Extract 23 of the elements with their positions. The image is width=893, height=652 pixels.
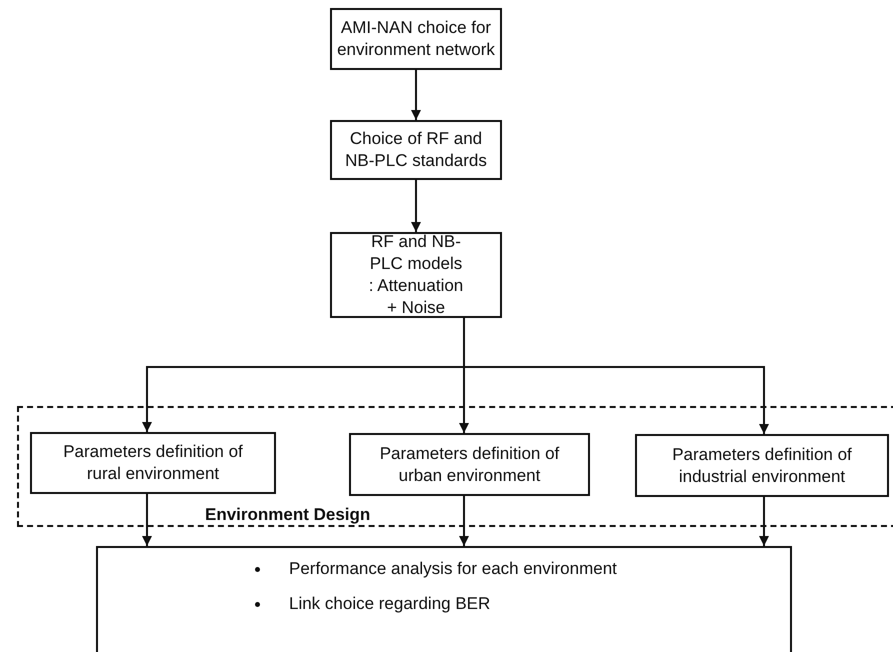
- arrow: [411, 70, 421, 120]
- process-box: [96, 546, 792, 652]
- box-label: Parameters definition of rural environment: [62, 441, 244, 485]
- box-label: Choice of RF and NB-PLC standards: [344, 128, 488, 172]
- process-box: [330, 120, 502, 180]
- box-label: Parameters definition of urban environment: [378, 442, 560, 486]
- process-box: [30, 432, 276, 494]
- process-box: [330, 8, 502, 70]
- bullet-item: Performance analysis for each environment: [253, 558, 617, 580]
- arrow: [411, 180, 421, 232]
- arrow: [759, 497, 769, 546]
- bullet-item: Link choice regarding BER: [253, 593, 617, 615]
- dashed-group-frame: [17, 406, 893, 527]
- arrow: [463, 318, 769, 434]
- process-box: [349, 433, 590, 496]
- group-title: Environment Design: [205, 504, 370, 526]
- process-box: [330, 232, 502, 318]
- process-box: [635, 434, 889, 497]
- box-label: AMI-NAN choice for environment network: [336, 17, 496, 61]
- arrow: [142, 494, 152, 546]
- box-label: RF and NB-PLC models : Attenuation + Noise: [368, 231, 464, 319]
- box-label: Parameters definition of industrial environment: [671, 444, 853, 488]
- arrow: [459, 496, 469, 546]
